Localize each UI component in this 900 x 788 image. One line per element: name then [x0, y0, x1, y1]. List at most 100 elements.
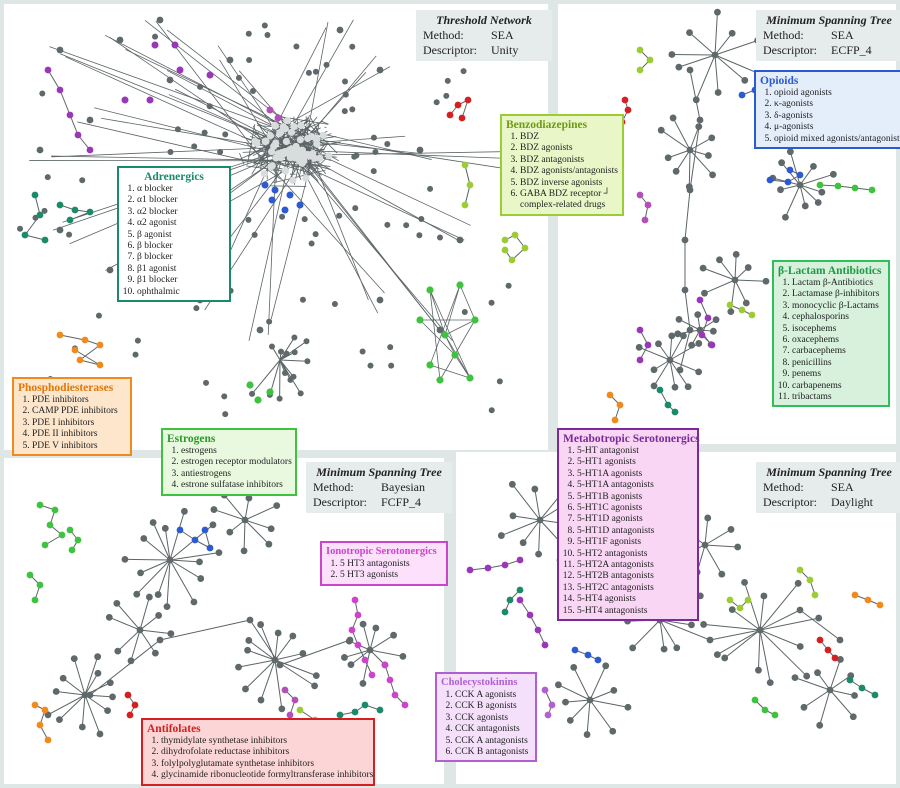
edge	[143, 538, 171, 561]
legend-list: Lactam β-Antibiotics Lactamase β-inhibit…	[778, 278, 884, 403]
edge	[799, 173, 834, 186]
node	[267, 163, 275, 171]
edge	[784, 184, 801, 218]
node	[268, 343, 275, 350]
node	[46, 521, 54, 529]
node	[388, 362, 395, 369]
node	[650, 382, 658, 390]
node	[106, 679, 114, 687]
node	[816, 181, 824, 189]
legend-antifolates: Antifolates thymidylate synthetase inhib…	[141, 718, 375, 786]
edge	[69, 211, 91, 221]
node	[78, 723, 86, 731]
node	[275, 129, 284, 138]
node	[39, 90, 46, 97]
node	[304, 150, 312, 159]
node	[166, 556, 174, 564]
node	[436, 376, 444, 384]
edge	[282, 19, 354, 144]
edge	[104, 34, 304, 138]
edge	[260, 659, 276, 701]
node	[672, 167, 680, 175]
node	[273, 502, 281, 509]
edge	[47, 694, 86, 716]
node	[246, 381, 254, 389]
edge	[669, 335, 673, 361]
edge	[704, 529, 732, 546]
edge	[794, 677, 831, 691]
node	[851, 692, 858, 699]
node	[436, 326, 444, 334]
header-threshold-network: Threshold Network Method:SEA Descriptor:…	[416, 10, 552, 61]
node	[291, 334, 298, 341]
node	[359, 620, 367, 628]
node	[96, 361, 104, 369]
node	[206, 544, 214, 552]
node	[347, 661, 355, 669]
node	[676, 366, 684, 374]
node	[312, 231, 319, 238]
node	[287, 128, 296, 136]
node	[56, 331, 64, 339]
node	[181, 507, 188, 515]
edge	[799, 609, 841, 641]
node	[516, 556, 524, 564]
node	[342, 78, 349, 85]
edge	[829, 659, 841, 691]
node	[71, 206, 79, 214]
node	[738, 91, 746, 99]
node	[796, 181, 804, 189]
node	[297, 121, 305, 130]
edge	[672, 117, 691, 151]
node	[56, 226, 64, 234]
node	[297, 390, 304, 397]
node	[257, 696, 265, 704]
node	[272, 139, 280, 147]
node	[712, 316, 720, 324]
edge	[303, 134, 369, 301]
descriptor-value: ECFP_4	[831, 43, 872, 57]
node	[714, 89, 722, 96]
node	[261, 22, 268, 29]
node	[68, 546, 76, 554]
node	[791, 674, 799, 682]
legend-list: opioid agonists κ-agonists δ-agonists μ-…	[760, 88, 900, 145]
edge	[140, 559, 171, 574]
legend-title: Metabotropic Serotonergics	[563, 433, 700, 445]
node	[278, 348, 285, 355]
node	[354, 611, 362, 619]
edge	[709, 629, 761, 641]
node	[266, 131, 274, 140]
node	[94, 653, 102, 661]
edge	[244, 505, 277, 521]
node	[501, 236, 509, 244]
node	[206, 103, 213, 110]
node	[290, 123, 298, 131]
node	[271, 656, 279, 664]
edge	[60, 53, 297, 150]
edge	[689, 149, 713, 176]
node	[121, 555, 129, 563]
node	[521, 244, 529, 252]
legend-item: thymidylate synthetase inhibitors	[161, 736, 369, 747]
node	[673, 644, 681, 652]
node	[656, 386, 664, 394]
edge	[169, 559, 195, 603]
node	[509, 512, 517, 520]
node	[796, 643, 804, 650]
node	[784, 178, 792, 186]
node	[418, 215, 425, 222]
node	[602, 662, 610, 670]
edge	[714, 54, 719, 93]
node	[650, 366, 658, 374]
edge	[678, 318, 701, 331]
node	[609, 727, 617, 735]
node	[281, 167, 289, 175]
edge	[274, 652, 304, 661]
legend-cholecystokinins: Cholecystokinins CCK A agonists CCK B ag…	[435, 672, 537, 763]
node	[86, 691, 94, 699]
edge	[245, 659, 276, 690]
edge	[164, 528, 171, 561]
node	[191, 143, 198, 150]
edge	[829, 689, 855, 697]
